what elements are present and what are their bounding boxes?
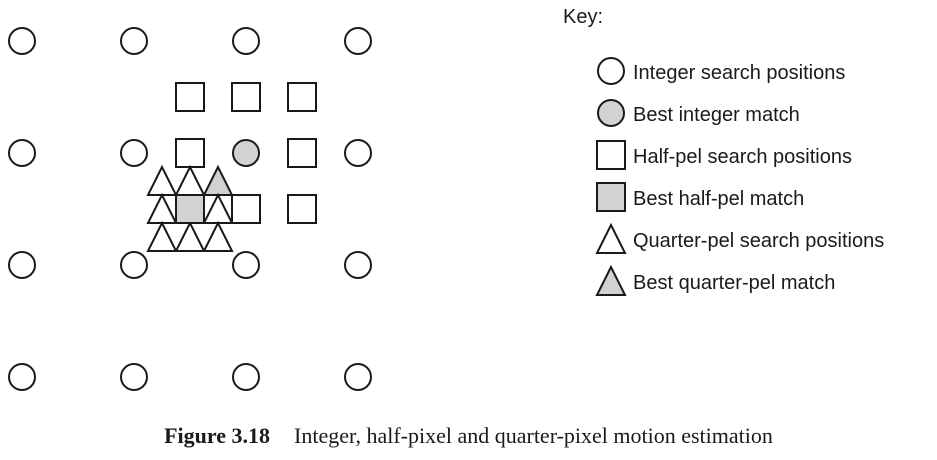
integer-search-circle <box>232 251 260 279</box>
integer-search-circle <box>120 251 148 279</box>
caption-text: Integer, half-pixel and quarter-pixel mo… <box>294 423 773 448</box>
key-title: Key: <box>563 6 604 28</box>
integer-search-circle <box>120 139 148 167</box>
best-half-pel-match-square <box>175 194 205 224</box>
triangle-icon <box>595 222 627 254</box>
integer-search-circle <box>120 363 148 391</box>
legend-label-integer-search: Integer search positions <box>633 62 846 84</box>
integer-search-circle <box>344 139 372 167</box>
circle-icon <box>597 57 625 85</box>
half-pel-search-square <box>287 82 317 112</box>
legend-label-half-pel-search: Half-pel search positions <box>633 146 852 168</box>
integer-search-circle <box>8 251 36 279</box>
half-pel-search-square <box>231 194 261 224</box>
legend-label-best-integer: Best integer match <box>633 104 800 126</box>
integer-search-circle <box>120 27 148 55</box>
integer-search-circle <box>344 27 372 55</box>
quarter-pel-search-triangle <box>202 220 234 252</box>
triangle-icon <box>595 264 627 296</box>
legend-label-best-quarter-pel: Best quarter-pel match <box>633 272 836 294</box>
figure-caption: Figure 3.18 Integer, half-pixel and quart… <box>0 423 937 449</box>
legend-label-best-half-pel: Best half-pel match <box>633 188 805 210</box>
integer-search-circle <box>8 139 36 167</box>
half-pel-search-square <box>175 138 205 168</box>
best-integer-match-circle <box>232 139 260 167</box>
half-pel-search-square <box>287 194 317 224</box>
half-pel-search-square <box>287 138 317 168</box>
quarter-pel-search-triangle <box>146 220 178 252</box>
quarter-pel-search-triangle <box>174 220 206 252</box>
half-pel-search-square <box>231 82 261 112</box>
integer-search-circle <box>232 363 260 391</box>
integer-search-circle <box>344 251 372 279</box>
integer-search-circle <box>8 363 36 391</box>
integer-search-circle <box>8 27 36 55</box>
integer-search-circle <box>232 27 260 55</box>
caption-label: Figure 3.18 <box>164 423 271 448</box>
square-icon <box>596 140 626 170</box>
circle-icon <box>597 99 625 127</box>
integer-search-circle <box>344 363 372 391</box>
half-pel-search-square <box>175 82 205 112</box>
square-icon <box>596 182 626 212</box>
legend-label-quarter-pel-search: Quarter-pel search positions <box>633 230 885 252</box>
